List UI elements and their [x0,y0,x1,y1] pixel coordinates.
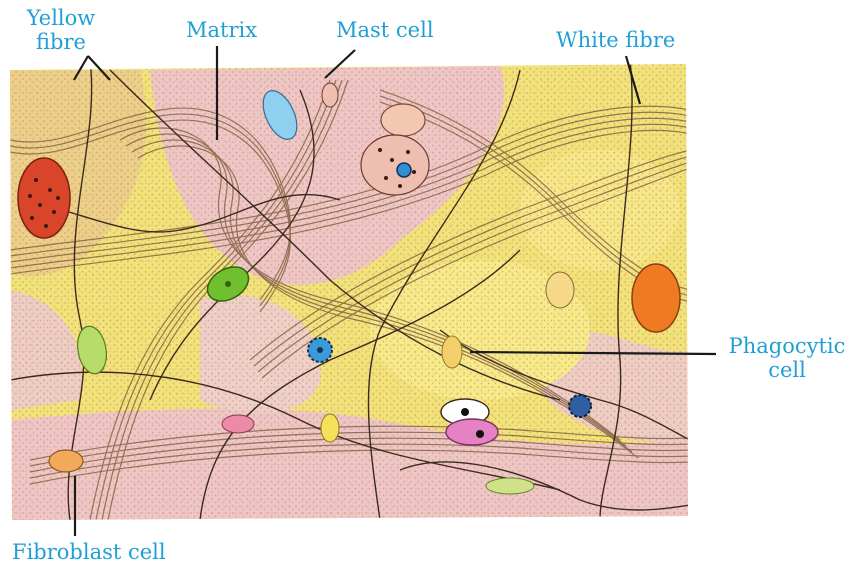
label-yellow-fibre-line2: fibre [6,30,116,54]
fibroblast-cell [321,414,339,442]
phagocytic-cell [546,272,574,308]
label-mast-cell: Mast cell [336,18,434,42]
fibroblast-cell [486,478,534,494]
fibroblast-cell [49,450,83,472]
label-phagocytic-cell: Phagocytic cell [722,334,852,382]
mast-cell [381,104,425,136]
label-phagocytic-line1: Phagocytic [722,334,852,358]
mast-cell [222,415,254,433]
mast-cell [446,419,498,445]
phagocytic-cell [569,395,591,417]
label-phagocytic-line2: cell [722,358,852,382]
phagocytic-cell [632,264,680,332]
mast-cell [361,135,429,195]
label-fibroblast-cell: Fibroblast cell [12,540,166,564]
label-white-fibre: White fibre [556,28,675,52]
label-yellow-fibre: Yellow fibre [6,6,116,54]
phagocytic-cell [397,163,411,177]
phagocytic-cell [442,336,462,368]
label-yellow-fibre-line1: Yellow [6,6,116,30]
tissue-section [0,60,700,530]
label-matrix: Matrix [186,18,257,42]
mast-cell [322,83,338,107]
